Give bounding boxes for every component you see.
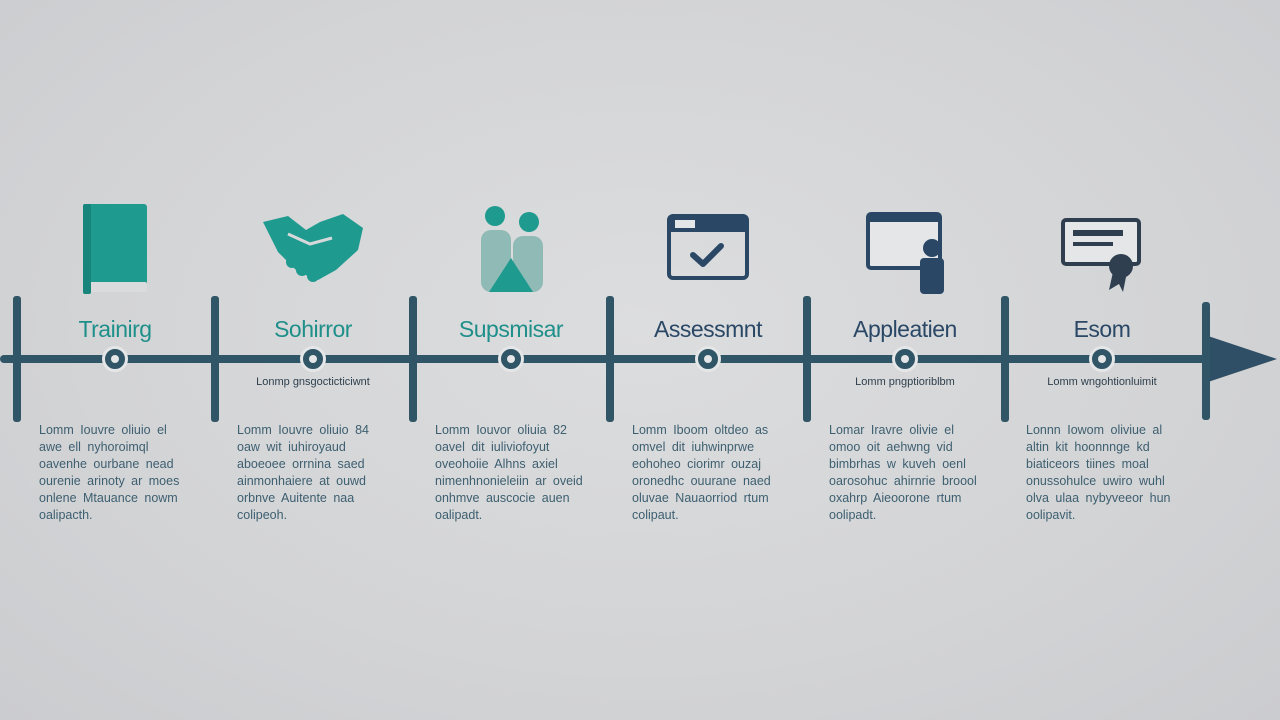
timeline-divider	[211, 296, 219, 422]
step-description: Lomm Iouvre oliuio 84 oaw wit iuhiroyaud…	[237, 423, 369, 522]
step-training: Trainirg Lomm Iouvre oliuio el awe ell n…	[17, 190, 213, 530]
step-description: Lomm Iboom oltdeo as omvel dit iuhwinprw…	[632, 423, 771, 522]
step-subtitle: Lomm pngptioriblbm	[855, 376, 955, 388]
handshake-icon	[215, 200, 411, 300]
step-title: Sohirror	[274, 316, 352, 342]
timeline-divider	[1202, 302, 1210, 420]
people-icon	[413, 200, 609, 300]
book-icon	[17, 200, 213, 300]
timeline-divider	[803, 296, 811, 422]
certificate-icon	[1004, 200, 1200, 300]
step-title: Assessmnt	[654, 316, 762, 342]
step-6: Esom Lomm wngohtionluimit Lonnn Iowom ol…	[1004, 190, 1200, 530]
step-title: Esom	[1073, 316, 1131, 342]
step-description: Lonnn Iowom oliviue al altin kit hoonnng…	[1026, 423, 1171, 522]
step-description: Lomm Iouvor oliuia 82 oavel dit iuliviof…	[435, 423, 583, 522]
timeline-divider	[606, 296, 614, 422]
step-title: Trainirg	[78, 316, 152, 342]
step-2: Sohirror Lonmp gnsgocticticiwnt Lomm Iou…	[215, 190, 411, 530]
step-description: Lomm Iouvre oliuio el awe ell nyhoroimql…	[39, 423, 180, 522]
step-subtitle: Lonmp gnsgocticticiwnt	[256, 376, 370, 388]
step-node	[695, 346, 721, 372]
step-node	[1089, 346, 1115, 372]
timeline-divider	[13, 296, 21, 422]
step-3: Supsmisar Lomm Iouvor oliuia 82 oavel di…	[413, 190, 609, 530]
user-screen-icon	[807, 200, 1003, 300]
step-node	[892, 346, 918, 372]
step-title: Supsmisar	[458, 316, 564, 342]
timeline-arrowhead	[1205, 335, 1277, 383]
step-node	[498, 346, 524, 372]
step-node	[102, 346, 128, 372]
step-5: Appleatien Lomm pngptioriblbm Lomar Irav…	[807, 190, 1003, 530]
step-description: Lomar Iravre olivie el omoo oit aehwng v…	[829, 423, 977, 522]
step-4: Assessmnt Lomm Iboom oltdeo as omvel dit…	[610, 190, 806, 530]
step-node	[300, 346, 326, 372]
step-title: Appleatien	[853, 316, 957, 342]
step-subtitle: Lomm wngohtionluimit	[1047, 376, 1157, 388]
checklist-window-icon	[610, 200, 806, 300]
timeline-divider	[1001, 296, 1009, 422]
timeline-divider	[409, 296, 417, 422]
